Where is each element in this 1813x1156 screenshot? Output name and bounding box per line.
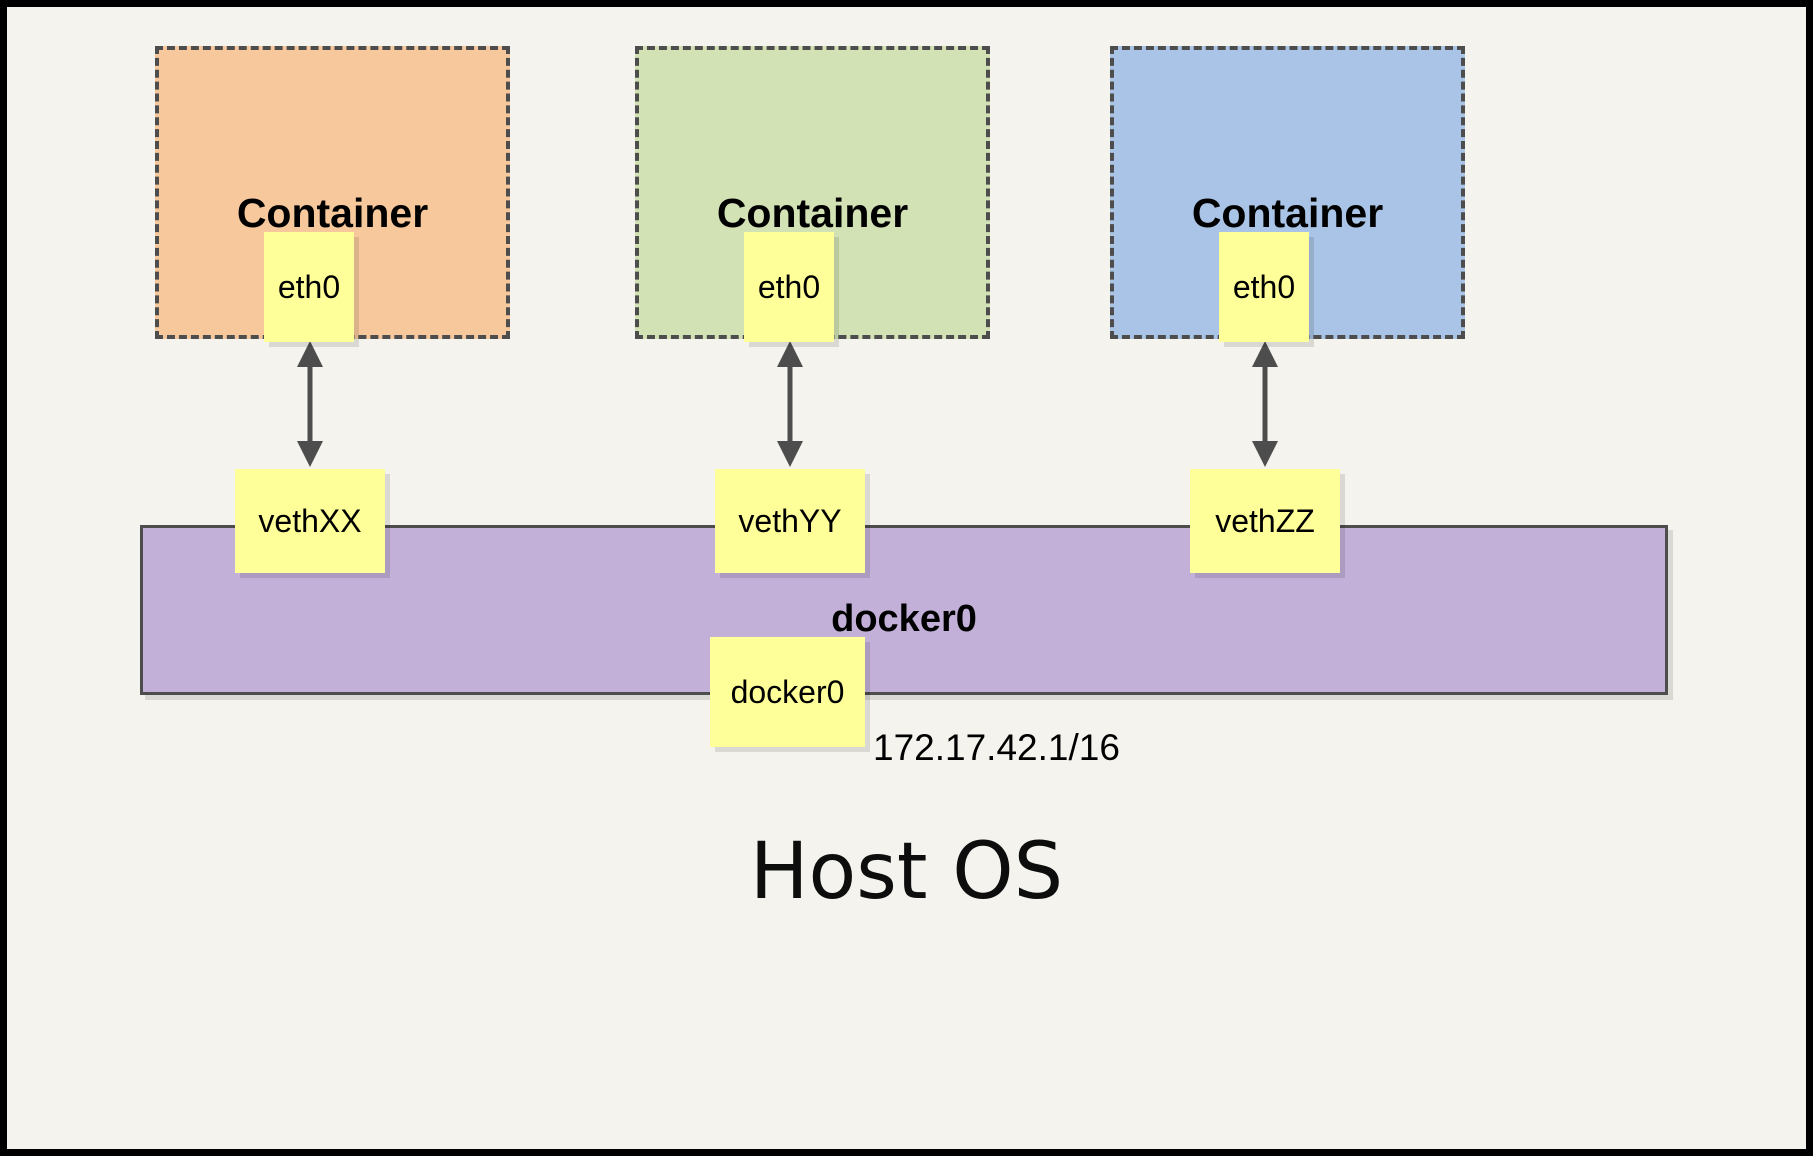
veth-link-arrow-3: [1252, 341, 1278, 467]
docker0-bridge-label: docker0: [831, 598, 977, 640]
veth-link-arrow-2: [777, 341, 803, 467]
container-title-1: Container: [236, 190, 429, 236]
veth-link-arrow-1: [297, 341, 323, 467]
eth0-note-3: eth0: [1219, 232, 1309, 342]
veth-note-2: vethYY: [715, 469, 865, 573]
eth0-label-2: eth0: [757, 268, 821, 305]
diagram-stage: Container eth0 Container eth0 Container …: [7, 7, 1806, 1149]
veth-note-3: vethZZ: [1190, 469, 1340, 573]
container-title-3: Container: [1191, 190, 1384, 236]
veth-label-2: vethYY: [738, 502, 842, 539]
eth0-label-1: eth0: [277, 268, 341, 305]
docker0-interface-note: docker0: [710, 637, 865, 747]
veth-label-3: vethZZ: [1215, 502, 1315, 539]
eth0-label-3: eth0: [1232, 268, 1296, 305]
docker0-bridge-bar: docker0: [140, 525, 1668, 695]
eth0-note-1: eth0: [264, 232, 354, 342]
host-os-title: Host OS: [749, 827, 1064, 917]
eth0-note-2: eth0: [744, 232, 834, 342]
veth-label-1: vethXX: [258, 502, 362, 539]
docker0-ip-label: 172.17.42.1/16: [873, 727, 1120, 768]
container-title-2: Container: [716, 190, 909, 236]
docker0-note-label: docker0: [730, 673, 845, 710]
veth-note-1: vethXX: [235, 469, 385, 573]
